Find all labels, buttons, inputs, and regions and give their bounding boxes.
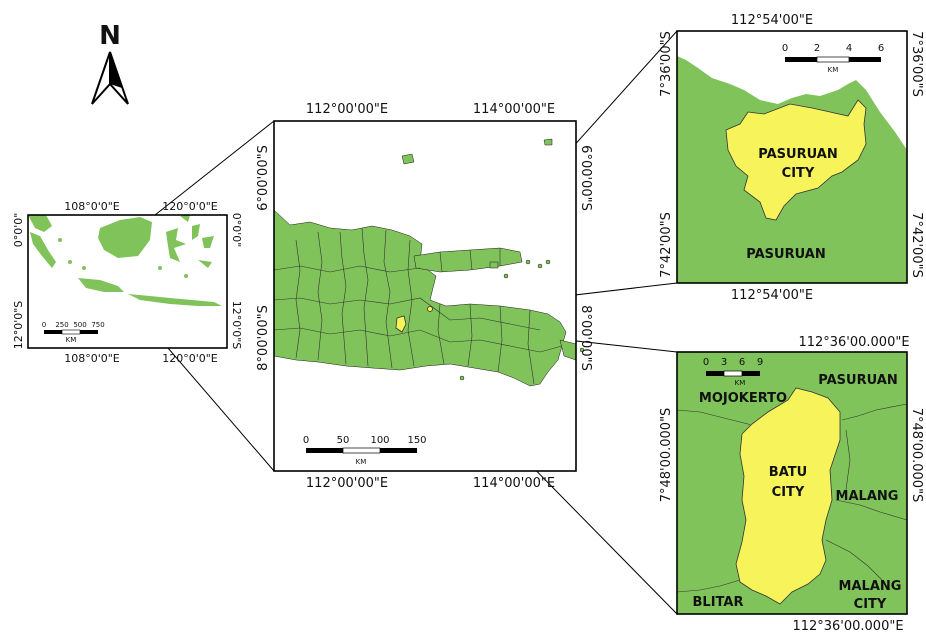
batu-scalebar-tick-3: 9: [757, 357, 763, 368]
batu-bottom-lon: 112°36'00.000"E: [792, 619, 903, 634]
north-label: N: [99, 21, 121, 51]
indonesia-map-frame: [27, 214, 228, 349]
east-java-scalebar-tick-0: 0: [303, 435, 309, 446]
pasuruan-city-label-line2: CITY: [782, 166, 815, 181]
pasuruan-city-highlight: [427, 306, 433, 312]
east-java-scalebar-unit: KM: [356, 458, 367, 466]
batu-top-lon: 112°36'00.000"E: [798, 335, 909, 350]
indonesia-scalebar: 0 250 500 750 KM: [42, 321, 105, 344]
pasuruan-scalebar-tick-0: 0: [782, 43, 788, 54]
indonesia-scalebar-tick-1: 250: [55, 321, 68, 329]
indonesia-right-bottom-lat: 12°0'0"S: [230, 301, 243, 350]
indonesia-scalebar-tick-2: 500: [73, 321, 86, 329]
pasuruan-city-label-line1: PASURUAN: [758, 147, 837, 162]
batu-right-lat: 7°48'00.000"S: [909, 408, 924, 503]
pasuruan-scalebar-tick-2: 4: [846, 43, 852, 54]
indonesia-top-right-lon: 120°0'0"E: [162, 200, 218, 213]
indonesia-landmass: [28, 215, 222, 306]
indonesia-scalebar-tick-3: 750: [91, 321, 104, 329]
batu-map-frame: [676, 351, 908, 615]
batu-city-highlight: [395, 315, 407, 333]
batu-city-label-line2: CITY: [772, 485, 805, 500]
east-java-left-bottom-lat: 8°00'00"S: [256, 305, 271, 371]
batu-city-map: BATU CITY MOJOKERTO PASURUAN MALANG MALA…: [659, 335, 924, 634]
east-java-right-top-lat: 6°00'00"S: [578, 145, 593, 211]
region-malang-label: MALANG: [836, 489, 899, 504]
indonesia-scalebar-unit: KM: [66, 336, 77, 344]
batu-scalebar: 0 3 6 9 KM: [703, 357, 763, 387]
east-java-map: 112°00'00"E 114°00'00"E 112°00'00"E 114°…: [256, 102, 593, 491]
east-java-scalebar-tick-2: 100: [370, 435, 389, 446]
indonesia-right-top-lat: 0°0'0": [230, 213, 243, 248]
batu-scalebar-tick-2: 6: [739, 357, 745, 368]
pasuruan-map-frame: [676, 30, 908, 284]
indonesia-inset-map: 108°0'0"E 120°0'0"E 108°0'0"E 120°0'0"E …: [12, 200, 243, 365]
indonesia-left-bottom-lat: 12°0'0"S: [12, 301, 25, 350]
region-malang-city-label-line2: CITY: [854, 597, 887, 612]
indonesia-top-left-lon: 108°0'0"E: [64, 200, 120, 213]
east-java-scalebar-tick-1: 50: [337, 435, 350, 446]
batu-scalebar-unit: KM: [735, 379, 746, 387]
indonesia-bottom-right-lon: 120°0'0"E: [162, 352, 218, 365]
indonesia-scalebar-tick-0: 0: [42, 321, 46, 329]
region-mojokerto-label: MOJOKERTO: [699, 391, 787, 406]
indonesia-left-top-lat: 0°0'0": [12, 213, 25, 248]
indonesia-bottom-left-lon: 108°0'0"E: [64, 352, 120, 365]
pasuruan-city-polygon: [725, 99, 867, 221]
region-blitar-label: BLITAR: [693, 595, 744, 610]
pasuruan-top-lon: 112°54'00"E: [731, 13, 813, 28]
east-java-landmass: [273, 138, 585, 387]
pasuruan-left-bottom-lat: 7°42'00"S: [659, 212, 674, 278]
pasuruan-city-map: PASURUAN CITY PASURUAN 112°54'00"E 112°5…: [659, 13, 924, 303]
east-java-scalebar-tick-3: 150: [407, 435, 426, 446]
east-java-scalebar: 0 50 100 150 KM: [303, 435, 427, 466]
pasuruan-scalebar: 0 2 4 6 KM: [782, 43, 884, 74]
east-java-bottom-right-lon: 114°00'00"E: [473, 476, 555, 491]
east-java-top-left-lon: 112°00'00"E: [306, 102, 388, 117]
batu-city-polygon: [735, 387, 841, 605]
east-java-left-top-lat: 6°00'00"S: [256, 145, 271, 211]
pasuruan-region-label: PASURUAN: [746, 247, 825, 262]
batu-left-lat: 7°48'00.000"S: [659, 408, 674, 503]
region-malang-city-label-line1: MALANG: [839, 579, 902, 594]
pasuruan-bottom-lon: 112°54'00"E: [731, 288, 813, 303]
east-java-bottom-left-lon: 112°00'00"E: [306, 476, 388, 491]
batu-city-label-line1: BATU: [769, 465, 807, 480]
pasuruan-scalebar-unit: KM: [828, 66, 839, 74]
east-java-right-bottom-lat: 8°00'00"S: [578, 305, 593, 371]
region-pasuruan-label: PASURUAN: [818, 373, 897, 388]
pasuruan-scalebar-tick-3: 6: [878, 43, 884, 54]
pasuruan-left-top-lat: 7°36'00"S: [659, 31, 674, 97]
pasuruan-right-top-lat: 7°36'00"S: [909, 31, 924, 97]
pasuruan-scalebar-tick-1: 2: [814, 43, 820, 54]
batu-scalebar-tick-0: 0: [703, 357, 709, 368]
east-java-map-frame: [273, 120, 577, 472]
batu-scalebar-tick-1: 3: [721, 357, 727, 368]
north-arrow-icon: [91, 51, 129, 105]
east-java-top-right-lon: 114°00'00"E: [473, 102, 555, 117]
pasuruan-right-bottom-lat: 7°42'00"S: [909, 212, 924, 278]
north-arrow: N: [91, 21, 129, 105]
